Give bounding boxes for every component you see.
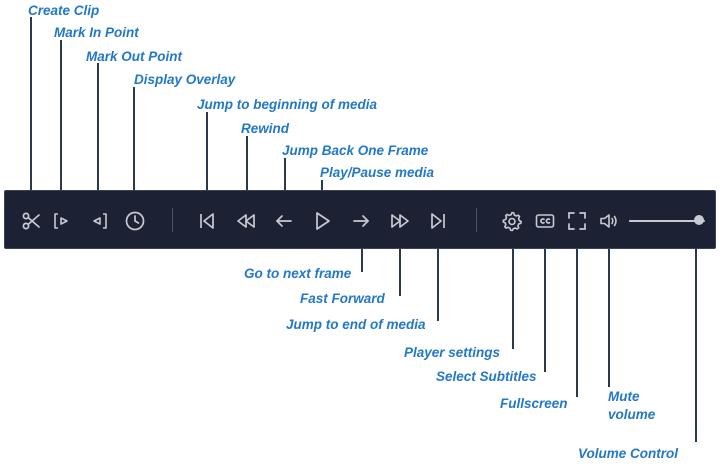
- callout-volume-control: Volume Control: [578, 446, 678, 461]
- leader-select-subtitles: [544, 232, 546, 372]
- volume-slider-thumb[interactable]: [693, 215, 704, 225]
- rewind-icon[interactable]: [235, 210, 257, 232]
- fast-forward-icon[interactable]: [389, 210, 411, 232]
- play-icon[interactable]: [311, 210, 333, 232]
- gear-icon[interactable]: [501, 210, 523, 232]
- callout-rewind: Rewind: [241, 121, 290, 136]
- callout-jump-back-frame: Jump Back One Frame: [282, 143, 429, 158]
- volume-slider-fill: [629, 220, 699, 222]
- leader-create-clip: [30, 17, 32, 209]
- leader-next-frame: [361, 232, 363, 272]
- callout-mark-in: Mark In Point: [54, 25, 139, 40]
- skip-end-icon[interactable]: [427, 210, 449, 232]
- leader-mute: [608, 232, 610, 387]
- arrow-left-icon[interactable]: [273, 210, 295, 232]
- leader-jump-begin: [206, 112, 208, 209]
- toolbar-separator: [172, 208, 173, 232]
- callout-play-pause: Play/Pause media: [320, 165, 435, 180]
- callout-next-frame: Go to next frame: [244, 266, 352, 281]
- leader-display-overlay: [133, 87, 135, 209]
- leader-jump-back-frame: [284, 158, 286, 209]
- leader-mark-out: [97, 63, 99, 209]
- player-toolbar: [4, 190, 716, 249]
- cc-icon[interactable]: [534, 210, 556, 232]
- volume-slider-track[interactable]: [629, 220, 705, 222]
- skip-start-icon[interactable]: [196, 210, 218, 232]
- callout-display-overlay: Display Overlay: [134, 72, 236, 87]
- callout-fast-forward: Fast Forward: [300, 291, 385, 306]
- arrow-right-icon[interactable]: [350, 210, 372, 232]
- leader-fullscreen: [576, 232, 578, 397]
- leader-fast-forward: [399, 232, 401, 296]
- callout-mute-line1: Mute: [608, 389, 640, 404]
- callout-create-clip: Create Clip: [28, 3, 100, 18]
- callout-player-settings: Player settings: [404, 345, 501, 360]
- mark-out-icon[interactable]: [88, 210, 110, 232]
- leader-player-settings: [512, 232, 514, 349]
- callout-jump-begin: Jump to beginning of media: [197, 97, 377, 112]
- callout-fullscreen: Fullscreen: [500, 396, 568, 411]
- fullscreen-icon[interactable]: [566, 210, 588, 232]
- leader-rewind: [246, 136, 248, 209]
- callout-mute-line2: volume: [608, 407, 656, 422]
- clock-icon[interactable]: [124, 210, 146, 232]
- callout-select-subtitles: Select Subtitles: [436, 369, 537, 384]
- callout-jump-end: Jump to end of media: [286, 317, 426, 332]
- speaker-icon[interactable]: [598, 210, 620, 232]
- callout-mark-out: Mark Out Point: [86, 49, 183, 64]
- mark-in-icon[interactable]: [51, 210, 73, 232]
- leader-mark-in: [60, 40, 62, 209]
- toolbar-separator: [476, 208, 477, 232]
- leader-jump-end: [437, 232, 439, 321]
- leader-volume-control: [695, 232, 697, 442]
- scissors-icon[interactable]: [20, 210, 42, 232]
